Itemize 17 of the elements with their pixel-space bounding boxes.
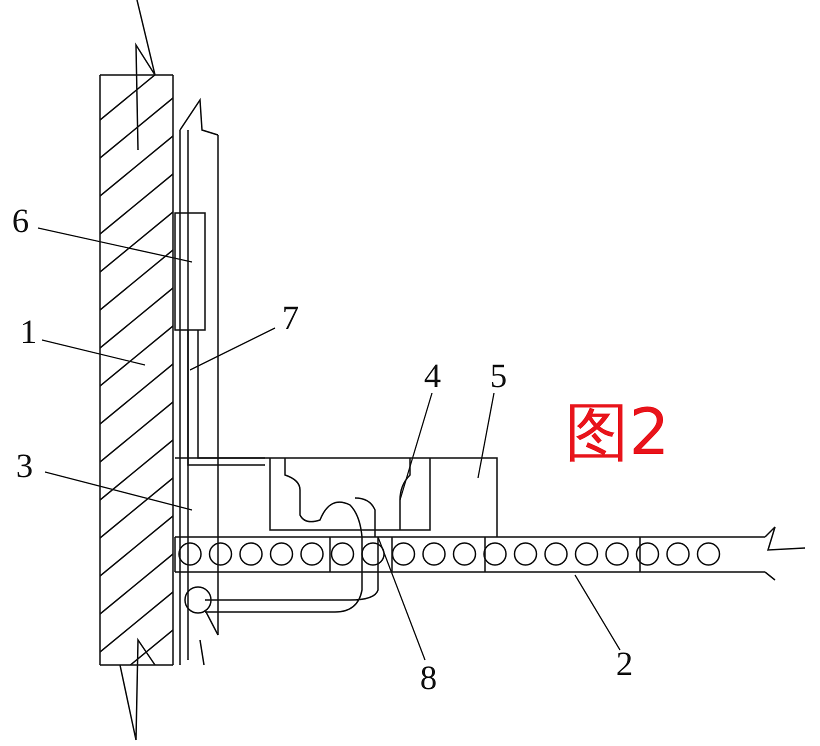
- leader-line: [190, 327, 276, 371]
- callout-number: 2: [616, 648, 633, 682]
- callout-number: 5: [490, 360, 507, 394]
- leader-line: [477, 392, 495, 478]
- callout-number: 6: [12, 205, 29, 239]
- callout-number: 1: [20, 316, 37, 350]
- leader-line: [377, 536, 426, 660]
- leader-line: [38, 227, 192, 263]
- leader-line: [399, 392, 433, 500]
- callout-number: 3: [16, 450, 33, 484]
- callout-number: 8: [420, 662, 437, 696]
- leader-line: [42, 339, 146, 366]
- leader-line: [574, 574, 621, 650]
- callout-number: 7: [282, 302, 299, 336]
- callout-number: 4: [424, 360, 441, 394]
- figure-caption: 图2: [565, 398, 670, 468]
- leader-line: [44, 471, 192, 511]
